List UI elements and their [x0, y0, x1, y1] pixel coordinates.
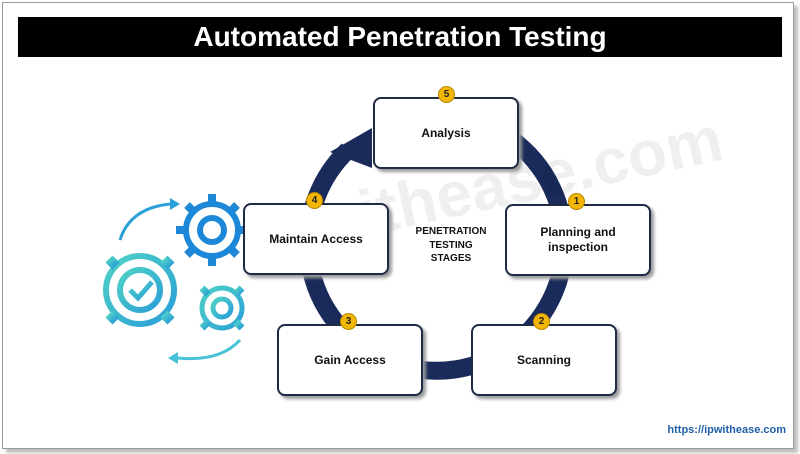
stage-box-analysis: Analysis — [373, 97, 519, 169]
stage-number-badge: 5 — [438, 86, 455, 103]
stage-label: Planning and inspection — [540, 225, 616, 254]
diagram-title: Automated Penetration Testing — [193, 21, 607, 52]
stage-label: Analysis — [421, 125, 471, 140]
cycle-arrowhead — [330, 128, 372, 168]
center-label-line: PENETRATION — [415, 226, 487, 237]
footer-url: https://ipwithease.com — [667, 424, 786, 436]
center-label-line: STAGES — [430, 253, 472, 264]
stage-label: Scanning — [516, 352, 571, 367]
stage-number-badge: 3 — [340, 313, 357, 330]
stage-box-maintain-access: Maintain Access — [243, 203, 389, 275]
title-banner: Automated Penetration Testing — [18, 17, 782, 57]
gears-icon — [96, 194, 250, 364]
stage-box-gain-access: Gain Access — [277, 324, 423, 396]
center-label: PENETRATION TESTING STAGES — [396, 225, 506, 266]
stage-box-scanning: Scanning — [471, 324, 617, 396]
stage-number-badge: 1 — [568, 193, 585, 210]
stage-label: Maintain Access — [269, 231, 363, 246]
stage-box-planning: Planning and inspection — [505, 204, 651, 276]
stage-number-badge: 2 — [533, 313, 550, 330]
stage-number-badge: 4 — [306, 192, 323, 209]
center-label-line: TESTING — [429, 239, 473, 251]
stage-label: Gain Access — [314, 352, 386, 367]
